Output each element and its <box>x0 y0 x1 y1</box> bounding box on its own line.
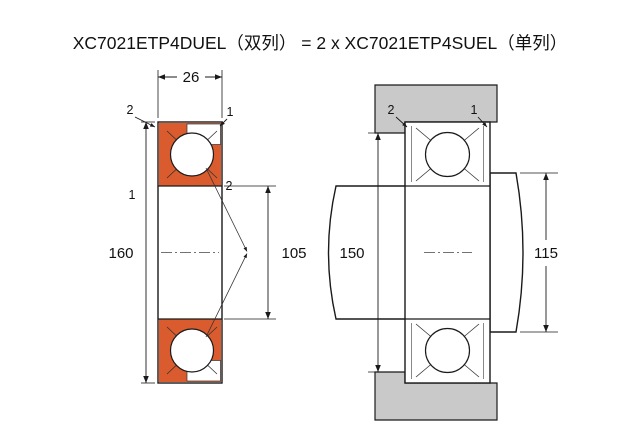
outer-diameter-value: 160 <box>108 245 133 262</box>
left-figure: 26 <box>108 69 307 384</box>
contact-angle-line-bottom <box>205 253 248 338</box>
label-side-1-left: 1 <box>129 188 136 202</box>
label-2-leader <box>395 116 408 128</box>
ball-top <box>424 131 471 178</box>
diagram-title: XC7021ETP4DUEL（双列） = 2 x XC7021ETP4SUEL（… <box>72 33 568 53</box>
label-side-2-top-left: 2 <box>127 103 134 117</box>
housing-abutment-diameter-value: 150 <box>339 245 364 262</box>
label-1-leader <box>477 116 488 128</box>
ball-top <box>169 132 215 177</box>
shaft-abutment-diameter-value: 115 <box>534 245 558 262</box>
width-dimension: 26 <box>183 69 200 86</box>
shaft-shoulder <box>489 172 524 333</box>
label-side-1-top-right: 1 <box>227 105 234 119</box>
ball-bottom <box>424 327 471 374</box>
bore-diameter-value: 105 <box>281 245 306 262</box>
label-side-1: 1 <box>471 103 478 117</box>
label-1-leader <box>219 118 228 127</box>
contact-angle-line-top <box>205 167 248 252</box>
right-figure: 2 1 150 115 <box>327 84 558 421</box>
label-side-2: 2 <box>388 103 395 117</box>
ball-bottom <box>169 328 215 373</box>
